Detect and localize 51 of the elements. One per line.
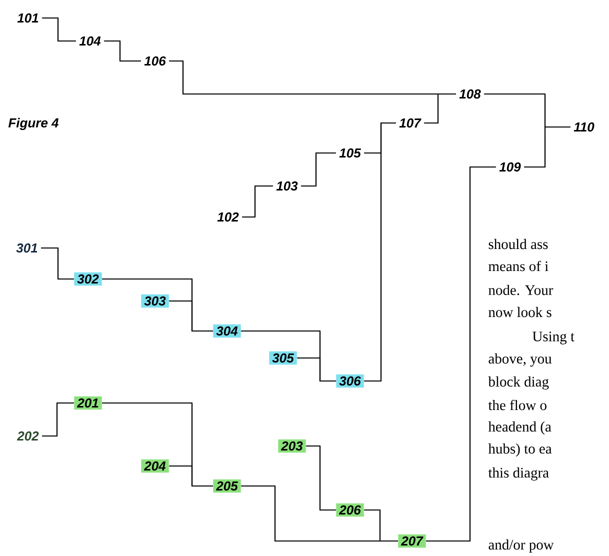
body-text-line: hubs) to ea [488,443,552,457]
number-tag: 205 [213,479,241,493]
body-text-line: node. Your [488,284,554,296]
body-text-line: block diag [488,376,549,390]
figure-caption: Figure 4 [8,118,59,130]
number-label: 109 [499,162,521,172]
number-label: 101 [17,13,38,23]
body-text-line: this diagra [488,467,549,481]
connector-line [424,93,456,124]
body-text-line: above, you [488,353,552,367]
connector-line [306,445,336,511]
connector-line [364,122,396,382]
connector-line [104,40,141,62]
number-label: 202 [16,431,39,441]
number-label: 102 [217,212,239,222]
number-label: 103 [276,181,298,191]
connector-line [42,402,74,437]
connector-line [42,17,76,42]
body-text-line: should ass [488,238,548,250]
number-label: 110 [574,122,594,132]
body-text-line: headend (a [488,421,552,435]
number-label: 108 [459,89,481,99]
connector-line [364,509,398,542]
number-tag: 206 [336,503,364,517]
body-text-line: Using t [532,332,574,344]
number-label: 107 [399,118,422,128]
number-tag: 207 [398,534,426,548]
body-text-line: and/or pow [488,539,554,553]
number-tag: 302 [74,272,102,286]
number-label: 106 [144,56,166,66]
body-text-line: now look s [488,306,552,318]
number-tag: 303 [141,294,169,308]
number-label: 301 [16,243,38,253]
connector-line [242,185,273,218]
number-tag: 306 [336,374,364,388]
number-tag: 201 [74,396,102,410]
number-tag: 305 [269,351,297,365]
body-text-line: means of i [488,260,548,272]
connector-line [426,166,496,542]
number-tag: 203 [278,439,306,453]
connector-line [169,300,213,332]
connector-line [169,465,213,487]
body-text-line: the flow o [488,400,546,410]
number-label: 105 [339,148,361,158]
number-tag: 204 [141,459,169,473]
connector-line [524,126,570,168]
connector-line [41,247,74,280]
number-tag: 304 [213,324,241,338]
connector-line [301,152,336,187]
connector-line [297,357,336,382]
number-label: 104 [79,36,101,46]
